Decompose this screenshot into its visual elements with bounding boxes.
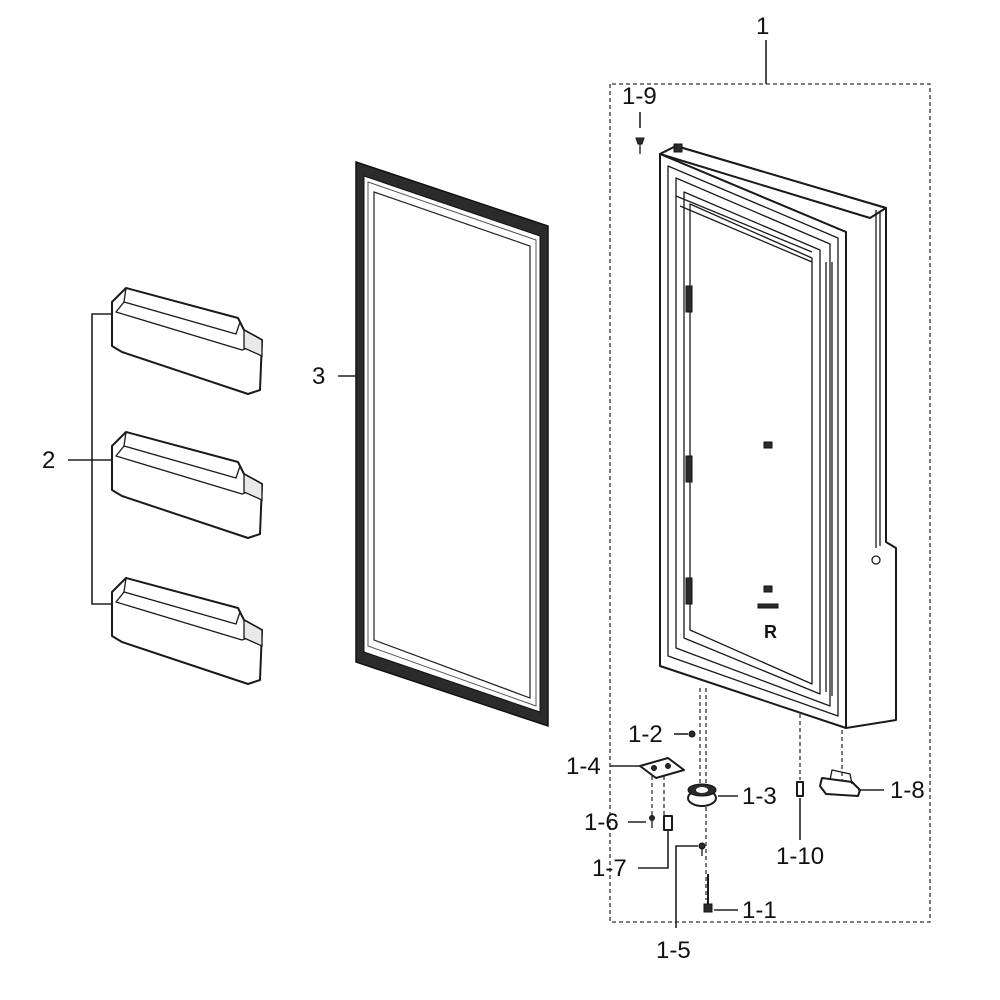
door-assembly[interactable] — [659, 143, 897, 729]
door-marking-r: R — [764, 622, 777, 642]
hinge-plate-1-4[interactable] — [639, 757, 685, 779]
assembly-1-boundary — [609, 40, 931, 923]
hinge-pin-1-7[interactable] — [663, 815, 673, 831]
callout-1-5: 1-5 — [656, 937, 691, 964]
bracket-1-8[interactable] — [819, 769, 861, 797]
screw-1-5[interactable] — [698, 842, 706, 856]
callout-2: 2 — [42, 447, 55, 474]
callout-3: 3 — [312, 363, 325, 390]
screw-1-9[interactable] — [635, 137, 645, 154]
callout-1-2: 1-2 — [628, 721, 663, 748]
door-bin-top[interactable] — [111, 287, 263, 395]
callout-2-leader — [68, 313, 112, 605]
door-bin-bottom[interactable] — [111, 577, 263, 685]
callout-1-6: 1-6 — [584, 809, 619, 836]
screw-1-2[interactable] — [688, 730, 696, 738]
callout-1-10: 1-10 — [776, 843, 824, 870]
callout-1-3: 1-3 — [742, 783, 777, 810]
hinge-bushing-1-3[interactable] — [687, 783, 717, 807]
callout-1-8: 1-8 — [890, 777, 925, 804]
door-gasket[interactable] — [355, 160, 549, 728]
callout-1-1: 1-1 — [742, 897, 777, 924]
door-bin-middle[interactable] — [111, 431, 263, 539]
hinge-shaft-1-1[interactable] — [703, 874, 713, 913]
callout-1-9: 1-9 — [622, 83, 657, 110]
callout-1-7: 1-7 — [592, 855, 627, 882]
callout-1-4: 1-4 — [566, 753, 601, 780]
part-1-10[interactable] — [796, 781, 804, 797]
screw-1-6[interactable] — [649, 815, 655, 829]
callout-1: 1 — [756, 13, 769, 40]
